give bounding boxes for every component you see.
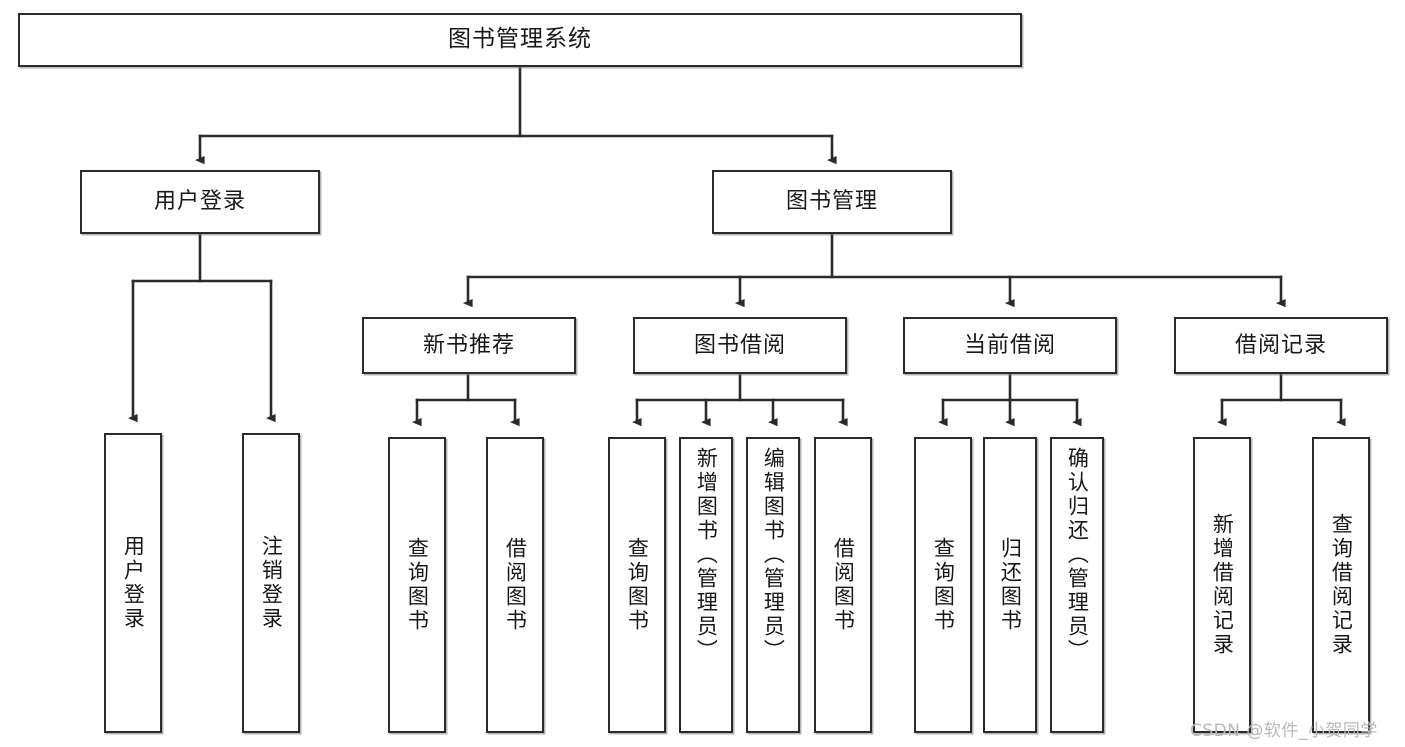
node-label: 借阅图书 bbox=[831, 537, 856, 633]
leaf-borrow-add-book[interactable]: 新增图书（管理员） bbox=[679, 437, 733, 733]
node-label: 查询借阅记录 bbox=[1329, 513, 1354, 657]
node-new-book-recommend[interactable]: 新书推荐 bbox=[362, 317, 576, 374]
leaf-logout[interactable]: 注销登录 bbox=[242, 433, 300, 733]
leaf-record-query-record[interactable]: 查询借阅记录 bbox=[1312, 437, 1370, 733]
leaf-recommend-query-book[interactable]: 查询图书 bbox=[388, 437, 446, 733]
node-label: 图书借阅 bbox=[693, 332, 786, 358]
leaf-recommend-borrow-book[interactable]: 借阅图书 bbox=[486, 437, 544, 733]
node-label: 借阅图书 bbox=[503, 537, 528, 633]
leaf-current-confirm-return[interactable]: 确认归还（管理员） bbox=[1050, 437, 1104, 733]
node-root-system[interactable]: 图书管理系统 bbox=[18, 13, 1022, 67]
node-label: 新增借阅记录 bbox=[1210, 513, 1235, 657]
node-label: 借阅记录 bbox=[1234, 332, 1327, 358]
leaf-current-query-book[interactable]: 查询图书 bbox=[914, 437, 972, 733]
node-label: 图书管理系统 bbox=[448, 26, 592, 53]
leaf-user-login[interactable]: 用户登录 bbox=[104, 433, 162, 733]
node-label: 新增图书（管理员） bbox=[694, 447, 719, 663]
leaf-record-add-record[interactable]: 新增借阅记录 bbox=[1193, 437, 1251, 733]
node-label: 用户登录 bbox=[121, 535, 146, 631]
node-label: 查询图书 bbox=[931, 537, 956, 633]
csdn-watermark: CSDN @软件_小贺同学 bbox=[1190, 721, 1378, 741]
leaf-borrow-borrow-book[interactable]: 借阅图书 bbox=[814, 437, 872, 733]
node-label: 图书管理 bbox=[785, 189, 878, 215]
node-label: 当前借阅 bbox=[963, 332, 1056, 358]
node-label: 用户登录 bbox=[153, 189, 246, 215]
leaf-borrow-edit-book[interactable]: 编辑图书（管理员） bbox=[746, 437, 800, 733]
node-label: 归还图书 bbox=[998, 537, 1023, 633]
node-user-login[interactable]: 用户登录 bbox=[80, 170, 320, 234]
leaf-borrow-query-book[interactable]: 查询图书 bbox=[608, 437, 666, 733]
node-label: 确认归还（管理员） bbox=[1065, 447, 1090, 663]
node-label: 新书推荐 bbox=[422, 332, 515, 358]
node-label: 查询图书 bbox=[405, 537, 430, 633]
leaf-current-return-book[interactable]: 归还图书 bbox=[983, 437, 1037, 733]
node-current-borrow[interactable]: 当前借阅 bbox=[903, 317, 1117, 374]
node-book-borrow[interactable]: 图书借阅 bbox=[633, 317, 847, 374]
node-book-management[interactable]: 图书管理 bbox=[712, 170, 952, 234]
node-label: 查询图书 bbox=[625, 537, 650, 633]
node-label: 注销登录 bbox=[259, 535, 284, 631]
node-label: 编辑图书（管理员） bbox=[761, 447, 786, 663]
node-borrow-record[interactable]: 借阅记录 bbox=[1174, 317, 1388, 374]
